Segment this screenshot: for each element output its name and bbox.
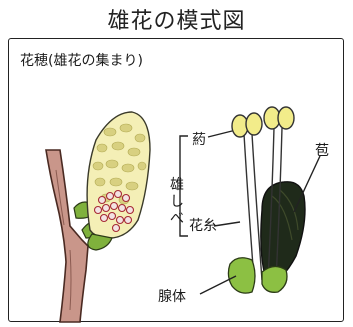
filament-label: 花糸 <box>189 218 217 234</box>
gland <box>261 265 288 293</box>
anther-label: 葯 <box>192 132 206 148</box>
gland <box>227 257 256 294</box>
diagram-title: 雄花の模式図 <box>107 9 246 34</box>
stamen-label: 雄しべ <box>170 177 184 227</box>
branch-stem <box>45 149 89 323</box>
filament <box>267 127 275 281</box>
anther-right <box>263 106 295 130</box>
stamen-bracket <box>179 129 241 237</box>
diagram-frame <box>8 38 344 322</box>
gland-label: 腺体 <box>158 289 186 305</box>
catkin-pollen <box>93 189 135 233</box>
branch-illustration <box>45 111 151 323</box>
catkin-label: 花穂(雄花の集まり) <box>20 53 143 69</box>
bract-label: 苞 <box>315 143 329 159</box>
anther-left <box>231 112 263 138</box>
catkin-base-leaf <box>87 233 113 251</box>
male-flower-illustration <box>199 106 321 295</box>
